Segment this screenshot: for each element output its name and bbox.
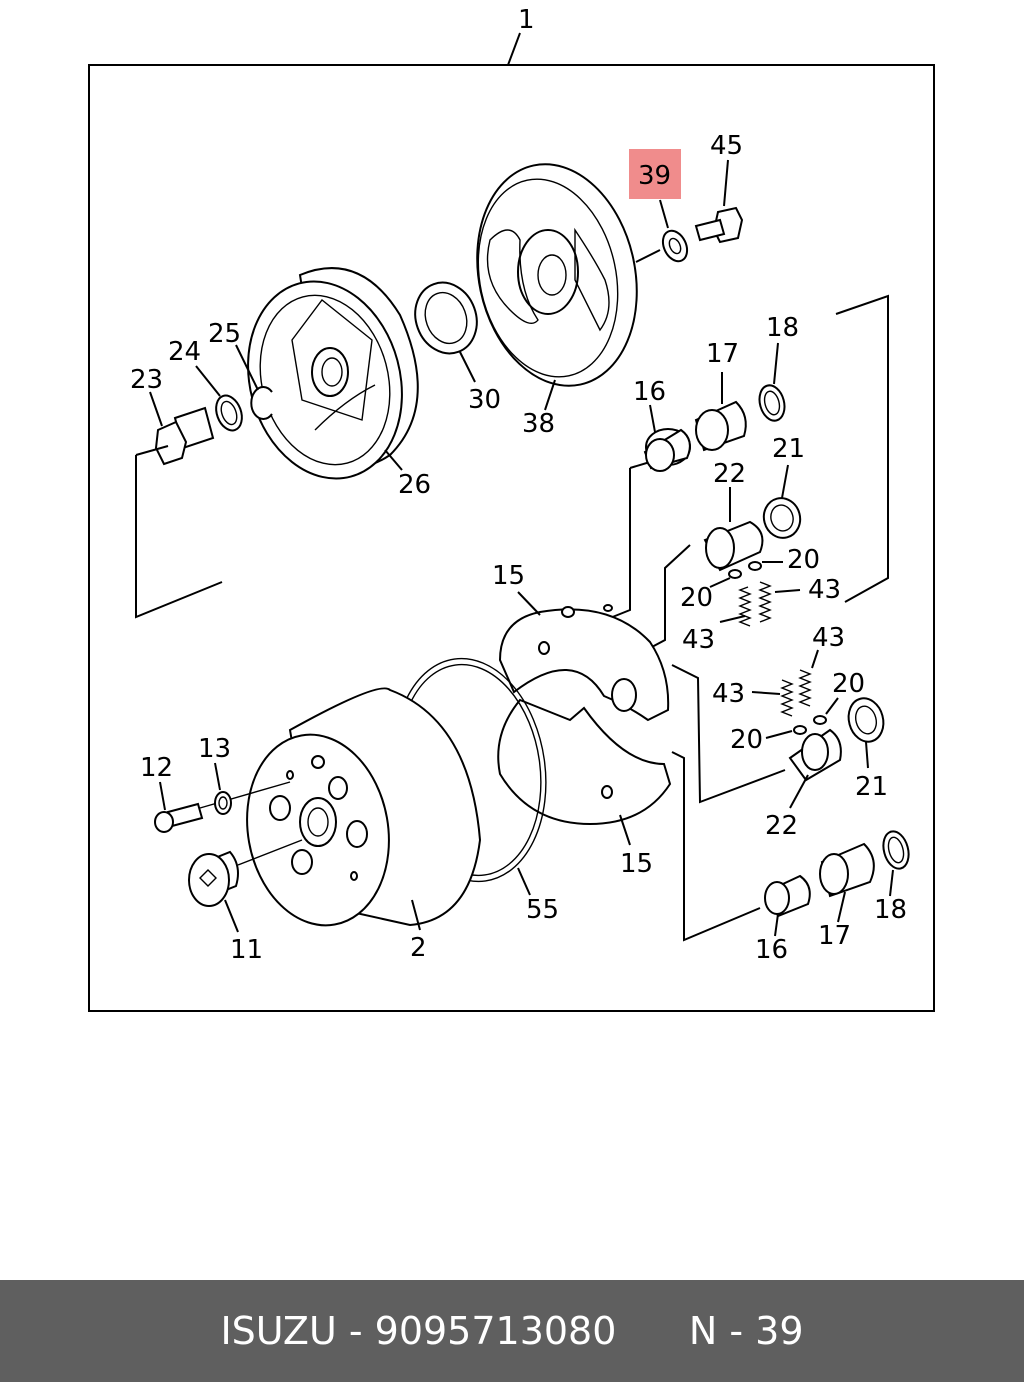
part-21-seal-top [762, 497, 802, 539]
label-26: 26 [398, 470, 431, 500]
part-23-plug [154, 406, 215, 466]
label-43-b: 43 [682, 625, 715, 655]
label-43-a: 43 [808, 575, 841, 605]
label-21-bottom: 21 [855, 772, 888, 802]
part-20-washer-c [813, 715, 827, 725]
label-15-bottom: 15 [620, 849, 653, 879]
part-43-spring-b [758, 581, 772, 623]
part-12-screw [154, 802, 204, 833]
part-18-ring-top [758, 384, 786, 422]
part-20-washer-a [728, 569, 742, 579]
label-13: 13 [198, 734, 231, 764]
label-24: 24 [168, 337, 201, 367]
part-25-snap-ring [250, 386, 273, 420]
label-20-a: 20 [787, 545, 820, 575]
part-11-plug [188, 850, 239, 907]
part-38-plate [476, 163, 638, 387]
part-24-o-ring [215, 394, 243, 432]
label-20-d: 20 [730, 725, 763, 755]
label-11: 11 [230, 935, 263, 965]
label-18-top: 18 [766, 313, 799, 343]
label-39: 39 [638, 161, 671, 191]
label-2: 2 [410, 933, 427, 963]
exploded-parts-diagram: 1 [88, 5, 935, 1012]
part-17-sleeve-top [694, 400, 747, 452]
label-17-top: 17 [706, 339, 739, 369]
label-20-b: 20 [680, 583, 713, 613]
label-21-top: 21 [772, 434, 805, 464]
part-43-spring-a [738, 586, 752, 627]
label-16-bottom: 16 [755, 935, 788, 965]
label-22-bottom: 22 [765, 811, 798, 841]
part-43-spring-d [780, 679, 794, 717]
label-55: 55 [526, 895, 559, 925]
part-22-shoe-bottom [788, 728, 842, 782]
part-18-ring-bottom [882, 830, 910, 870]
label-38: 38 [522, 409, 555, 439]
label-15-top: 15 [492, 561, 525, 591]
part-info-footer: ISUZU - 9095713080 N - 39 [0, 1280, 1024, 1382]
part-43-spring-c [798, 669, 812, 707]
label-43-d: 43 [712, 679, 745, 709]
part-16-bushing-bottom [764, 874, 811, 918]
part-30-bearing [414, 281, 478, 355]
highlight-box [629, 149, 681, 199]
label-16-top: 16 [633, 377, 666, 407]
part-16-bushing-top [643, 428, 691, 472]
label-22-top: 22 [713, 459, 746, 489]
label-45: 45 [710, 131, 743, 161]
part-20-washer-d [793, 725, 807, 735]
part-21-seal-bottom [847, 697, 885, 743]
part-20-washer-b [748, 561, 762, 571]
part-13-washer [214, 791, 232, 815]
label-18-bottom: 18 [874, 895, 907, 925]
label-43-c: 43 [812, 623, 845, 653]
label-20-c: 20 [832, 669, 865, 699]
part-39-washer [661, 229, 689, 263]
part-22-shoe-top [703, 520, 764, 572]
label-17-bottom: 17 [818, 921, 851, 951]
part-26-rotor [247, 267, 419, 480]
diagram-frame [88, 64, 935, 1012]
label-30: 30 [468, 385, 501, 415]
part-45-bolt [694, 206, 744, 244]
part-15-ring-upper [498, 604, 670, 722]
part-17-sleeve-bottom [819, 842, 875, 898]
label-12: 12 [140, 753, 173, 783]
label-23: 23 [130, 365, 163, 395]
label-assembly: 1 [518, 5, 535, 35]
part-2-housing [246, 687, 482, 927]
label-25: 25 [208, 319, 241, 349]
